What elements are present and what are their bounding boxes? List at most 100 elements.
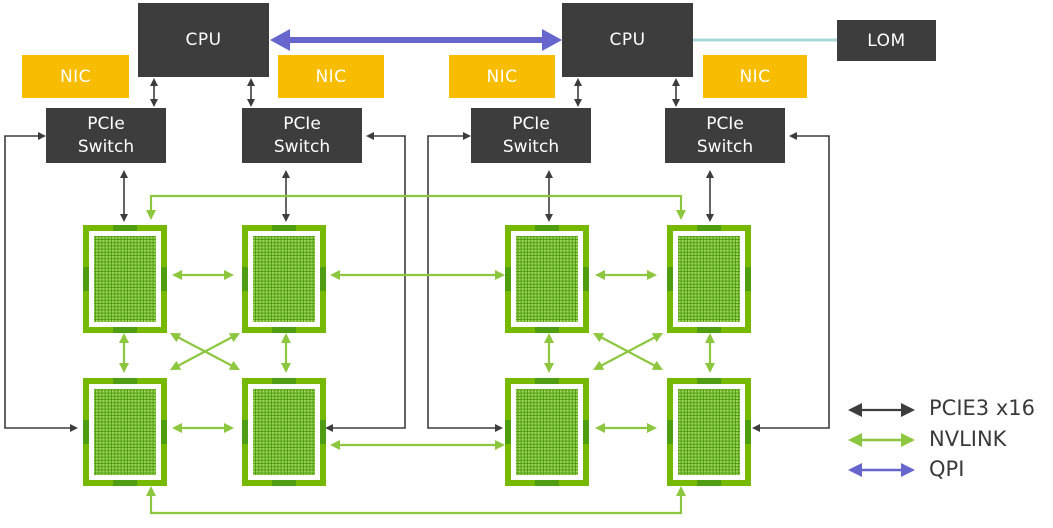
legend-qpi-arrow [848, 463, 915, 477]
cpu-left: CPU [138, 3, 269, 77]
gpu-1-tab-bottom [113, 327, 137, 333]
gpu-5 [83, 378, 167, 486]
switch3-gpu7-link-head-end [495, 424, 503, 432]
pcie-switch-1: PCIe Switch [46, 108, 166, 163]
switch2-gpu4-link-line [331, 135, 406, 429]
cpu-right: CPU [562, 3, 693, 77]
gpu-2-tab-right [320, 267, 326, 291]
switch2-gpu4-link [325, 132, 406, 432]
legend-qpi-label: QPI [929, 457, 965, 481]
nvlink-gpu7-gpu8 [595, 423, 657, 433]
gpu-5-tab-left [83, 420, 89, 444]
nvlink-gpu6-gpu8 [705, 333, 715, 373]
switch3-gpu7-link-line [427, 135, 497, 429]
nvlink-gpu4-gpu7-head-end [495, 440, 505, 450]
nvlink-gpu4-gpu7-head-start [330, 440, 340, 450]
gpu-8-tab-top [697, 378, 721, 384]
pcie-switch-2-line2: Switch [273, 136, 331, 157]
nvlink-gpu7-gpu6-head-start [593, 360, 605, 370]
qpi-arrow [270, 29, 562, 51]
legend-pcie-arrow [848, 403, 915, 417]
nvlink-gpu2-gpu5 [330, 270, 505, 280]
gpu-8 [667, 378, 751, 486]
gpu-3-tab-left [505, 267, 511, 291]
gpu-3-tab-top [535, 225, 559, 231]
gpu-6-die [253, 389, 315, 475]
switch4-gpu6 [706, 170, 714, 222]
nvlink-gpu1-gpu6 [146, 194, 686, 220]
cpu-left-switch2-head-end [247, 99, 255, 107]
gpu-5-tab-bottom [113, 480, 137, 486]
cpu-left-label: CPU [185, 30, 222, 50]
nic-3-label: NIC [486, 66, 518, 87]
nvlink-gpu5-gpu7 [544, 333, 554, 373]
nvlink-gpu3-gpu8-head-end [676, 486, 686, 496]
switch1-gpu3-link-line [4, 135, 72, 429]
gpu-6 [242, 378, 326, 486]
switch1-gpu1 [120, 170, 128, 222]
switch1-gpu3-link-head-start [38, 132, 46, 140]
switch3-gpu7-link-head-start [463, 132, 471, 140]
gpu-2 [242, 225, 326, 333]
nvlink-gpu2-gpu5-head-start [330, 270, 340, 280]
switch4-gpu6-head-start [706, 170, 714, 178]
gpu-4-tab-right [745, 267, 751, 291]
gpu-6-tab-bottom [272, 480, 296, 486]
cpu-right-switch3 [574, 78, 582, 107]
pcie-switch-4-line2: Switch [696, 136, 754, 157]
nvlink-gpu3-gpu8-head-start [146, 486, 156, 496]
nvlink-gpu1-gpu6-line [149, 194, 683, 212]
gpu-4-tab-top [697, 225, 721, 231]
lom-box: LOM [837, 20, 936, 61]
nvlink-gpu5-gpu6-head-start [595, 270, 605, 280]
gpu-7-tab-top [535, 378, 559, 384]
legend-pcie-label: PCIE3 x16 [929, 396, 1035, 420]
nvlink-gpu5-gpu6 [595, 270, 657, 280]
nvlink-gpu3-gpu4-head-end [224, 423, 234, 433]
nvlink-gpu1-gpu2 [172, 270, 234, 280]
gpu-6-tab-right [320, 420, 326, 444]
cpu-right-label: CPU [609, 30, 646, 50]
cpu-right-switch4 [672, 78, 680, 107]
nvlink-gpu6-gpu8-head-end [705, 363, 715, 373]
nvlink-gpu1-gpu4 [170, 333, 240, 370]
nvlink-gpu5-gpu6-head-end [647, 270, 657, 280]
nvlink-gpu1-gpu3-head-start [119, 333, 129, 343]
gpu-7-die [516, 389, 578, 475]
nvlink-gpu5-gpu8-head-end [651, 360, 663, 370]
switch4-gpu6-head-end [706, 214, 714, 222]
legend-pcie-arrow-head-start [848, 403, 862, 417]
cpu-left-switch1-head-end [150, 99, 158, 107]
gpu-1-tab-left [83, 267, 89, 291]
gpu-4-tab-bottom [697, 327, 721, 333]
nvlink-gpu1-gpu4-head-end [228, 360, 240, 370]
nic-4-label: NIC [739, 66, 771, 87]
switch2-gpu2-head-start [282, 170, 290, 178]
legend-pcie-arrow-head-end [901, 403, 915, 417]
nvlink-gpu7-gpu6-head-end [651, 333, 663, 343]
gpu-1-tab-right [161, 267, 167, 291]
nvlink-gpu6-gpu8-head-start [705, 333, 715, 343]
nvlink-gpu3-gpu2-head-start [170, 360, 182, 370]
nvlink-gpu5-gpu8-head-start [593, 333, 605, 343]
cpu-left-switch2 [247, 78, 255, 107]
legend-nvlink-arrow-head-start [848, 433, 862, 447]
gpu-7-tab-bottom [535, 480, 559, 486]
switch1-gpu3-link [4, 132, 78, 432]
switch1-gpu1-head-start [120, 170, 128, 178]
gpu-3-tab-bottom [535, 327, 559, 333]
pcie-switch-2: PCIe Switch [242, 108, 362, 163]
switch4-gpu8-link [752, 132, 830, 432]
cpu-right-switch3-head-end [574, 99, 582, 107]
nvlink-gpu2-gpu4-head-start [281, 333, 291, 343]
nvlink-gpu5-gpu8-line [599, 335, 657, 368]
nvlink-gpu3-gpu8-line [149, 494, 683, 515]
gpu-1 [83, 225, 167, 333]
gpu-8-tab-right [745, 420, 751, 444]
gpu-4-die [678, 236, 740, 322]
pcie-switch-2-line1: PCIe [283, 113, 321, 134]
nvlink-gpu3-gpu2-head-end [228, 333, 240, 343]
nvlink-gpu1-gpu6-head-start [146, 210, 156, 220]
